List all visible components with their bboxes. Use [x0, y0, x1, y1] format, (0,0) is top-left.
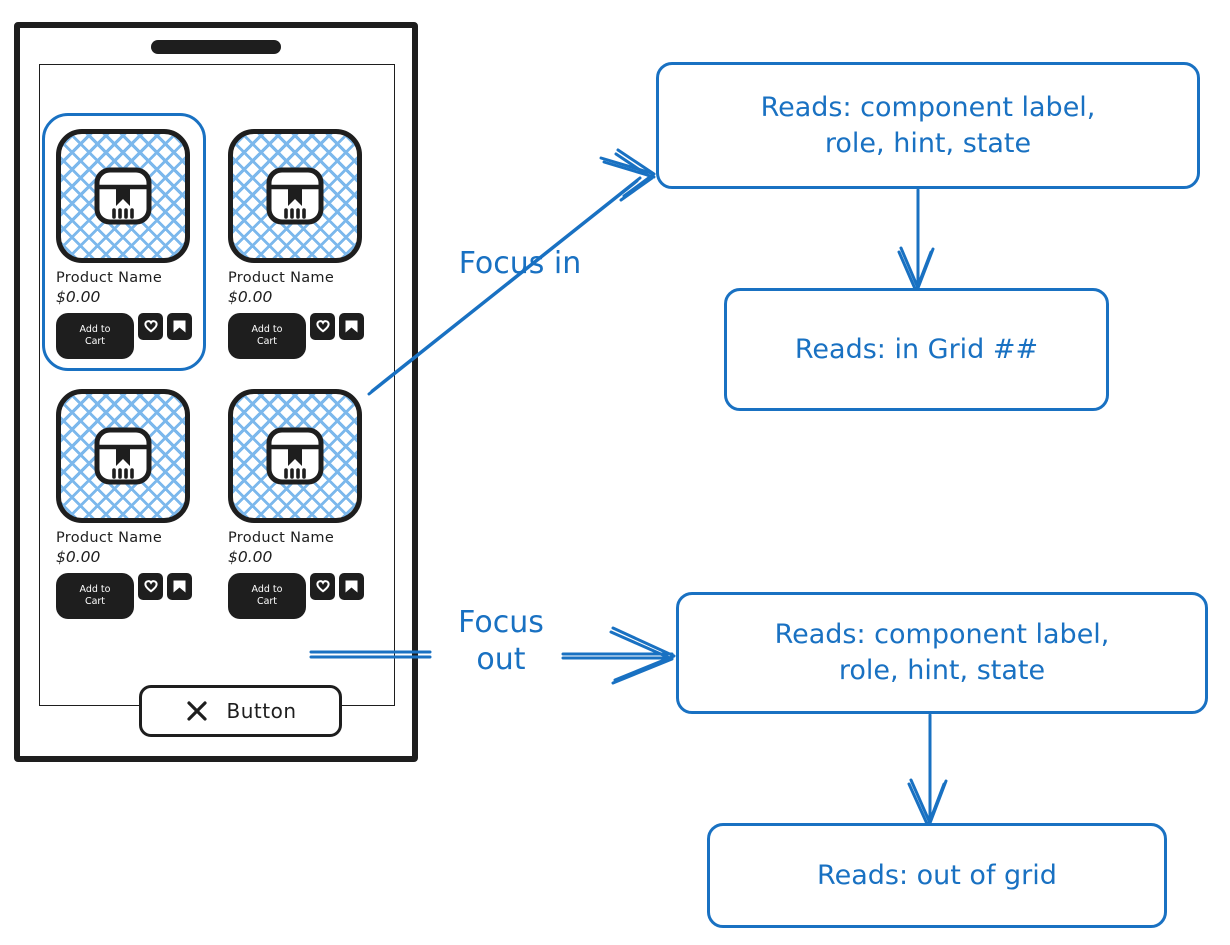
card-actions: Add to Cart	[228, 313, 364, 359]
product-grid: Product Name $0.00 Add to Cart	[42, 113, 386, 627]
product-image-placeholder	[56, 389, 190, 523]
share-button[interactable]	[339, 313, 364, 340]
edge-label-focus-in: Focus in	[458, 246, 582, 281]
edge-focus-in-upper	[599, 156, 653, 175]
note-focus-out-of-grid: Reads: out of grid	[707, 823, 1167, 928]
card-actions: Add to Cart	[228, 573, 364, 619]
favorite-button[interactable]	[138, 573, 163, 600]
share-button[interactable]	[167, 313, 192, 340]
product-name: Product Name	[228, 530, 335, 546]
edge-label-focus-out: Focus out	[458, 605, 544, 677]
product-image-placeholder	[228, 389, 362, 523]
product-price: $0.00	[56, 548, 101, 566]
product-name: Product Name	[228, 270, 335, 286]
phone-screen: Product Name $0.00 Add to Cart	[39, 64, 395, 737]
phone-speaker-icon	[151, 40, 281, 54]
product-price: $0.00	[228, 548, 273, 566]
note-focus-out-announcement: Reads: component label, role, hint, stat…	[676, 592, 1208, 714]
product-image-placeholder	[228, 129, 362, 263]
heart-icon	[143, 579, 158, 592]
add-to-cart-button[interactable]: Add to Cart	[56, 573, 134, 619]
product-name: Product Name	[56, 270, 163, 286]
share-button[interactable]	[167, 573, 192, 600]
product-card[interactable]: Product Name $0.00 Add to Cart	[222, 121, 370, 367]
close-button-label: Button	[226, 699, 297, 723]
arrowhead-focus-out-2	[609, 630, 674, 685]
x-close-icon	[186, 701, 207, 721]
product-card[interactable]: Product Name $0.00 Add to Cart	[50, 381, 198, 627]
add-to-cart-button[interactable]: Add to Cart	[228, 313, 306, 359]
package-box-icon	[94, 167, 152, 225]
share-button[interactable]	[339, 573, 364, 600]
package-box-icon	[94, 427, 152, 485]
product-card[interactable]: Product Name $0.00 Add to Cart	[222, 381, 370, 627]
phone-frame: Product Name $0.00 Add to Cart	[14, 22, 418, 762]
product-price: $0.00	[56, 288, 101, 306]
product-card[interactable]: Product Name $0.00 Add to Cart	[42, 113, 206, 371]
add-to-cart-button[interactable]: Add to Cart	[228, 573, 306, 619]
arrowhead-note1-to-note2	[899, 246, 935, 290]
package-box-icon	[266, 427, 324, 485]
product-name: Product Name	[56, 530, 163, 546]
share-icon	[345, 580, 358, 593]
heart-icon	[315, 319, 330, 332]
arrowhead-note3-to-note4-b	[907, 782, 946, 828]
share-icon	[345, 320, 358, 333]
close-button[interactable]: Button	[139, 685, 342, 737]
arrowhead-focus-out	[611, 626, 676, 682]
share-icon	[173, 580, 186, 593]
card-actions: Add to Cart	[56, 313, 192, 359]
favorite-button[interactable]	[310, 573, 335, 600]
favorite-button[interactable]	[138, 313, 163, 340]
note-focus-in-announcement: Reads: component label, role, hint, stat…	[656, 62, 1200, 189]
product-price: $0.00	[228, 288, 273, 306]
arrowhead-note1-to-note2-b	[897, 250, 933, 293]
add-to-cart-button[interactable]: Add to Cart	[56, 313, 134, 359]
heart-icon	[143, 319, 158, 332]
arrowhead-focus-in	[616, 148, 656, 198]
note-focus-in-grid-position: Reads: in Grid ##	[724, 288, 1109, 411]
favorite-button[interactable]	[310, 313, 335, 340]
card-actions: Add to Cart	[56, 573, 192, 619]
arrowhead-note3-to-note4	[909, 778, 948, 825]
edge-focus-in-upper-2	[602, 160, 656, 179]
heart-icon	[315, 579, 330, 592]
product-image-placeholder	[56, 129, 190, 263]
share-icon	[173, 320, 186, 333]
package-box-icon	[266, 167, 324, 225]
arrowhead-focus-in-2	[614, 152, 654, 202]
